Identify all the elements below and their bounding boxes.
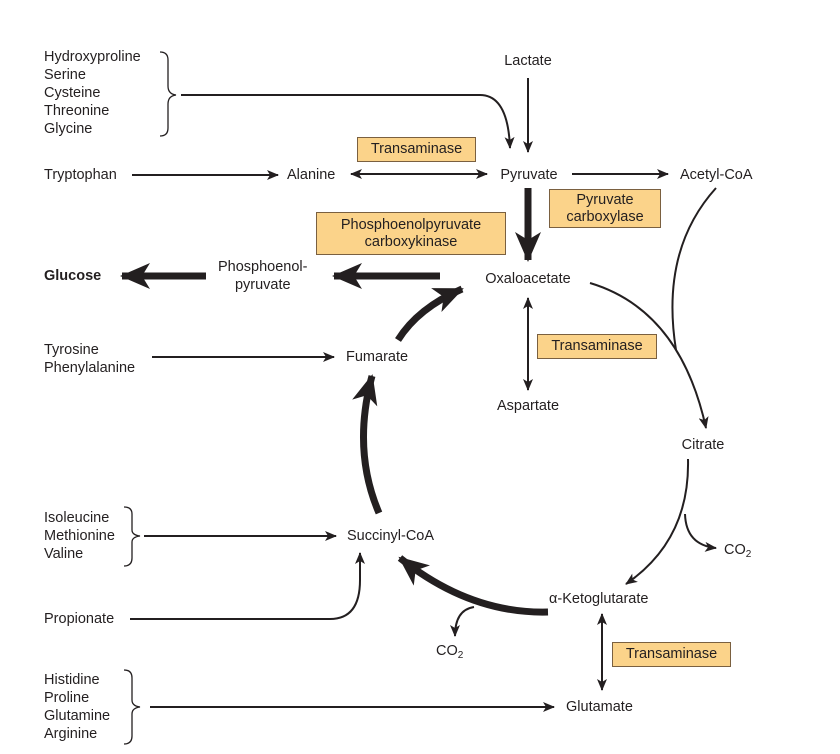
group-tyrosine-phenylalanine: Tyrosine Phenylalanine (44, 341, 135, 377)
enzyme-label: Transaminase (625, 646, 718, 662)
enzyme-label: Transaminase (551, 338, 643, 354)
group-isoleucine-methionine-valine: Isoleucine Methionine Valine (44, 509, 115, 563)
arrow-propionate-to-succinylcoa (130, 552, 365, 620)
label-oxaloacetate: Oxaloacetate (485, 271, 571, 287)
co2-subscript: 2 (745, 549, 752, 560)
brace-his-pro-gln-arg (123, 669, 141, 745)
label-glycine: Glycine (44, 121, 93, 137)
label-co2-citrate: CO2 (724, 541, 752, 560)
label-methionine: Methionine (44, 528, 115, 544)
label-alanine: Alanine (287, 167, 336, 183)
thick-arrow-akg-to-succinylcoa (397, 555, 549, 616)
label-citrate: Citrate (681, 437, 725, 453)
label-arginine: Arginine (44, 726, 98, 742)
label-tyrosine: Tyrosine (44, 342, 99, 358)
label-aspartate: Aspartate (496, 398, 560, 414)
label-proline: Proline (44, 690, 90, 706)
label-glutamine: Glutamine (44, 708, 111, 724)
arrow-citrate-to-akg (625, 458, 690, 585)
enzyme-pyruvate-carboxylase: Pyruvate carboxylase (549, 189, 661, 228)
thick-arrow-fumarate-to-oxaloacetate (395, 285, 464, 342)
enzyme-transaminase-alanine: Transaminase (357, 137, 476, 162)
label-valine: Valine (44, 546, 84, 562)
arrow-akg-co2 (450, 606, 475, 637)
group-hydroxyproline-serine-cysteine-threonine-glycine: Hydroxyproline Serine Cysteine Threonine… (44, 48, 141, 138)
enzyme-label-line2: carboxykinase (364, 233, 458, 250)
label-phosphoenolpyruvate: Phosphoenol- pyruvate (218, 258, 308, 294)
label-pep-line1: Phosphoenol- (218, 259, 308, 275)
brace-group1 (159, 51, 177, 137)
label-pyruvate: Pyruvate (500, 167, 558, 183)
label-fumarate: Fumarate (346, 349, 409, 365)
label-alpha-ketoglutarate: α-Ketoglutarate (549, 591, 649, 607)
label-propionate: Propionate (44, 611, 115, 627)
enzyme-transaminase-glutamate: Transaminase (612, 642, 731, 667)
enzyme-transaminase-aspartate: Transaminase (537, 334, 657, 359)
label-glutamate: Glutamate (566, 699, 633, 715)
label-serine: Serine (44, 67, 86, 83)
co2-base: CO (724, 542, 746, 558)
label-glucose: Glucose (44, 268, 102, 284)
enzyme-pepck: Phosphoenolpyruvate carboxykinase (316, 212, 506, 255)
arrow-group1-to-pyruvate (181, 94, 515, 149)
label-lactate: Lactate (504, 53, 552, 69)
label-succinyl-coa: Succinyl-CoA (347, 528, 435, 544)
label-tryptophan: Tryptophan (44, 167, 117, 183)
label-cysteine: Cysteine (44, 85, 101, 101)
label-histidine: Histidine (44, 672, 100, 688)
label-acetyl-coa: Acetyl-CoA (680, 167, 753, 183)
label-co2-akg: CO2 (436, 642, 464, 661)
co2-subscript: 2 (457, 650, 464, 661)
enzyme-label-line1: Phosphoenolpyruvate (340, 216, 482, 233)
co2-base: CO (436, 643, 458, 659)
enzyme-label: Transaminase (370, 141, 463, 157)
arrow-acetylcoa-to-citrate (671, 187, 717, 351)
label-phenylalanine: Phenylalanine (44, 360, 136, 376)
brace-ile-met-val (123, 506, 141, 567)
label-isoleucine: Isoleucine (44, 510, 110, 526)
thick-arrow-succinylcoa-to-fumarate (352, 374, 383, 515)
label-hydroxyproline: Hydroxyproline (44, 49, 141, 65)
label-threonine: Threonine (44, 103, 110, 119)
arrow-oxaloacetate-to-citrate (589, 282, 709, 429)
label-pep-line2: pyruvate (234, 277, 291, 293)
group-histidine-proline-glutamine-arginine: Histidine Proline Glutamine Arginine (44, 671, 110, 743)
enzyme-label-line2: carboxylase (566, 208, 644, 225)
enzyme-label-line1: Pyruvate (576, 191, 634, 208)
arrow-citrate-co2 (684, 513, 717, 552)
